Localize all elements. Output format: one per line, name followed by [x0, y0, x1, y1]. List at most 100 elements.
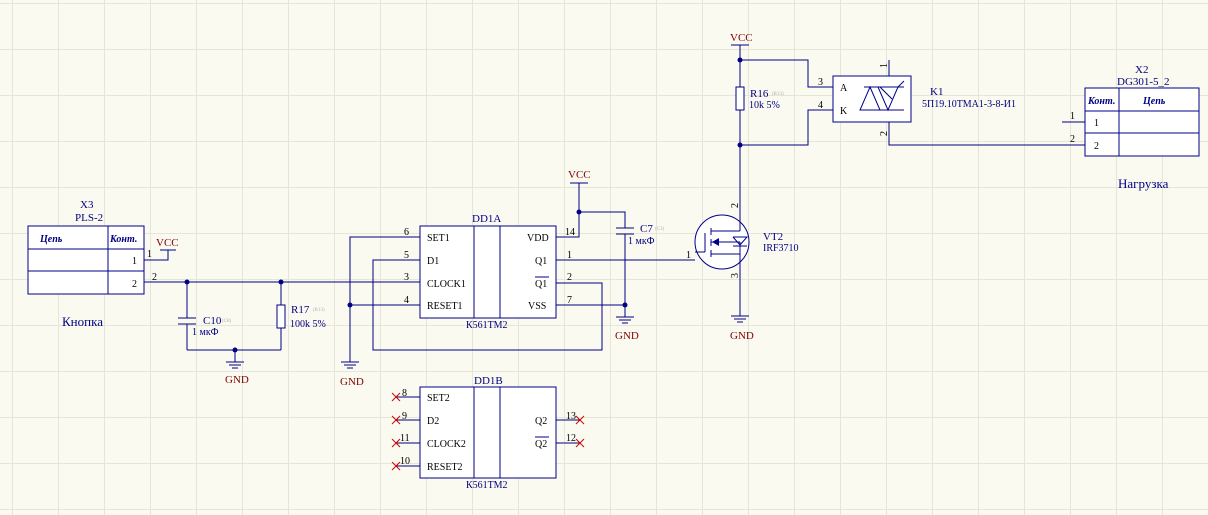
k1-pin-num-3: 3 [818, 77, 823, 88]
dd1b-pin-name-q2: Q2 [535, 416, 547, 427]
dd1b-pin-num-9: 9 [402, 411, 407, 422]
capacitor-c10[interactable]: C10 (C8) 1 мкФ [178, 282, 232, 350]
c10-value: 1 мкФ [192, 327, 219, 338]
x2-row-1: 1 [1094, 118, 1099, 129]
dd1b-designator: DD1B [474, 375, 503, 387]
dd1a-pin-num-4: 4 [404, 295, 409, 306]
dd1a-pin-num-2: 2 [567, 272, 572, 283]
vt2-pin-num-3: 3 [730, 273, 741, 278]
resistor-r16[interactable]: R16 (R13) 10k 5% [735, 86, 784, 111]
flipflop-dd1a[interactable]: DD1A К561ТМ2 SET1 D1 CLOCK1 RESET1 6 5 3… [404, 213, 575, 331]
dd1a-pin-name-set1: SET1 [427, 233, 450, 244]
c7-designator: C7 [640, 223, 653, 235]
dd1b-pin-name-d2: D2 [427, 416, 439, 427]
ground-symbol-vt2: GND [730, 315, 754, 342]
x3-row-1: 1 [132, 256, 137, 267]
k1-pin-num-1: 1 [879, 63, 890, 68]
x3-header-net: Цепь [39, 234, 63, 245]
c10-designator: C10 [203, 315, 222, 327]
k1-pin-name-a: A [840, 83, 848, 94]
vt2-pin-num-1: 1 [686, 250, 691, 261]
net-label-gnd-4: GND [730, 330, 754, 342]
dd1a-pin-name-reset1: RESET1 [427, 301, 463, 312]
dd1a-designator: DD1A [472, 213, 501, 225]
net-label-gnd-2: GND [340, 376, 364, 388]
x3-table [27, 225, 145, 295]
c7-value: 1 мкФ [628, 236, 655, 247]
ground-symbol-c10-r17: GND [225, 350, 249, 386]
dd1b-pin-num-13: 13 [566, 411, 576, 422]
k1-pin-num-2: 2 [879, 131, 890, 136]
x2-pin-2-number: 2 [1070, 134, 1075, 145]
net-label-gnd-1: GND [225, 374, 249, 386]
capacitor-c7[interactable]: C7 (C3) 1 мкФ [616, 223, 665, 305]
x2-row-2: 2 [1094, 141, 1099, 152]
flipflop-dd1b[interactable]: DD1B К561ТМ2 SET2 D2 CLOCK2 RESET2 8 9 1… [400, 375, 576, 491]
ground-symbol-dd1a-vss: GND [615, 305, 639, 342]
x2-pin-1-number: 1 [1070, 111, 1075, 122]
c10-tag: (C8) [222, 319, 232, 324]
dd1a-pin-num-7: 7 [567, 295, 572, 306]
k1-designator: K1 [930, 86, 943, 98]
r17-tag: (R13) [313, 308, 325, 313]
x2-model: DG301-5_2 [1117, 76, 1170, 88]
x3-pin-2-number: 2 [152, 272, 157, 283]
dd1b-pin-name-set2: SET2 [427, 393, 450, 404]
k1-pin-name-k: K [840, 106, 848, 117]
dd1a-pin-num-5: 5 [404, 250, 409, 261]
x3-model: PLS-2 [75, 212, 103, 224]
dd1a-model: К561ТМ2 [466, 320, 508, 331]
r16-designator: R16 [750, 88, 769, 100]
dd1b-pin-num-8: 8 [402, 388, 407, 399]
dd1a-pin-name-d1: D1 [427, 256, 439, 267]
k1-pin-num-4: 4 [818, 100, 823, 111]
r17-designator: R17 [291, 304, 310, 316]
dd1b-model: К561ТМ2 [466, 480, 508, 491]
vt2-value: IRF3710 [763, 243, 799, 254]
dd1b-pin-num-11: 11 [400, 433, 410, 444]
relay-k1[interactable]: A K K1 5П19.10ТМА1-3-8-И1 [832, 75, 1016, 123]
dd1a-pin-num-3: 3 [404, 272, 409, 283]
k1-value: 5П19.10ТМА1-3-8-И1 [922, 99, 1016, 110]
dd1b-pin-name-clock2: CLOCK2 [427, 439, 466, 450]
dd1a-pin-num-1: 1 [567, 250, 572, 261]
net-label-gnd-3: GND [615, 330, 639, 342]
dd1b-pin-num-10: 10 [400, 456, 410, 467]
x2-header-net: Цепь [1142, 96, 1166, 107]
x3-label: Кнопка [62, 314, 103, 329]
x3-pin-1-number: 1 [147, 249, 152, 260]
dd1a-pin-name-vdd: VDD [527, 233, 549, 244]
r16-tag: (R13) [772, 92, 784, 97]
x3-designator: X3 [80, 199, 94, 211]
r16-value: 10k 5% [749, 100, 780, 111]
no-connect-markers [391, 392, 585, 471]
dd1b-pin-num-12: 12 [566, 433, 576, 444]
dd1a-pin-name-q1-inv: Q1 [535, 279, 547, 290]
dd1a-pin-name-q1: Q1 [535, 256, 547, 267]
x3-row-2: 2 [132, 279, 137, 290]
r17-value: 100k 5% [290, 319, 326, 330]
dd1a-pin-name-clock1: CLOCK1 [427, 279, 466, 290]
mosfet-vt2[interactable]: VT2 IRF3710 2 3 [694, 203, 799, 278]
net-label-vcc-dd1a: VCC [568, 169, 591, 181]
dd1a-pin-num-6: 6 [404, 227, 409, 238]
net-label-vcc-r16: VCC [730, 32, 753, 44]
vt2-designator: VT2 [763, 231, 783, 243]
x2-header-pin: Конт. [1087, 96, 1115, 107]
dd1b-pin-name-q2-inv: Q2 [535, 439, 547, 450]
x2-designator: X2 [1135, 64, 1148, 76]
x3-header-pin: Конт. [109, 234, 137, 245]
net-label-vcc-x3: VCC [156, 237, 179, 249]
dd1a-pin-num-14: 14 [565, 227, 575, 238]
connector-x2[interactable]: X2 DG301-5_2 Конт. Цепь 1 2 Нагрузка [1084, 64, 1200, 191]
x2-label: Нагрузка [1118, 176, 1169, 191]
dd1b-pin-name-reset2: RESET2 [427, 462, 463, 473]
resistor-r17[interactable]: R17 (R13) 100k 5% [276, 282, 326, 350]
connector-x3[interactable]: X3 PLS-2 Цепь Конт. 1 2 Кнопка [27, 199, 145, 329]
dd1a-pin-name-vss: VSS [528, 301, 546, 312]
vt2-pin-num-2: 2 [730, 203, 741, 208]
ground-symbol-dd1a-set-reset: GND [340, 361, 364, 388]
c7-tag: (C3) [655, 227, 665, 232]
